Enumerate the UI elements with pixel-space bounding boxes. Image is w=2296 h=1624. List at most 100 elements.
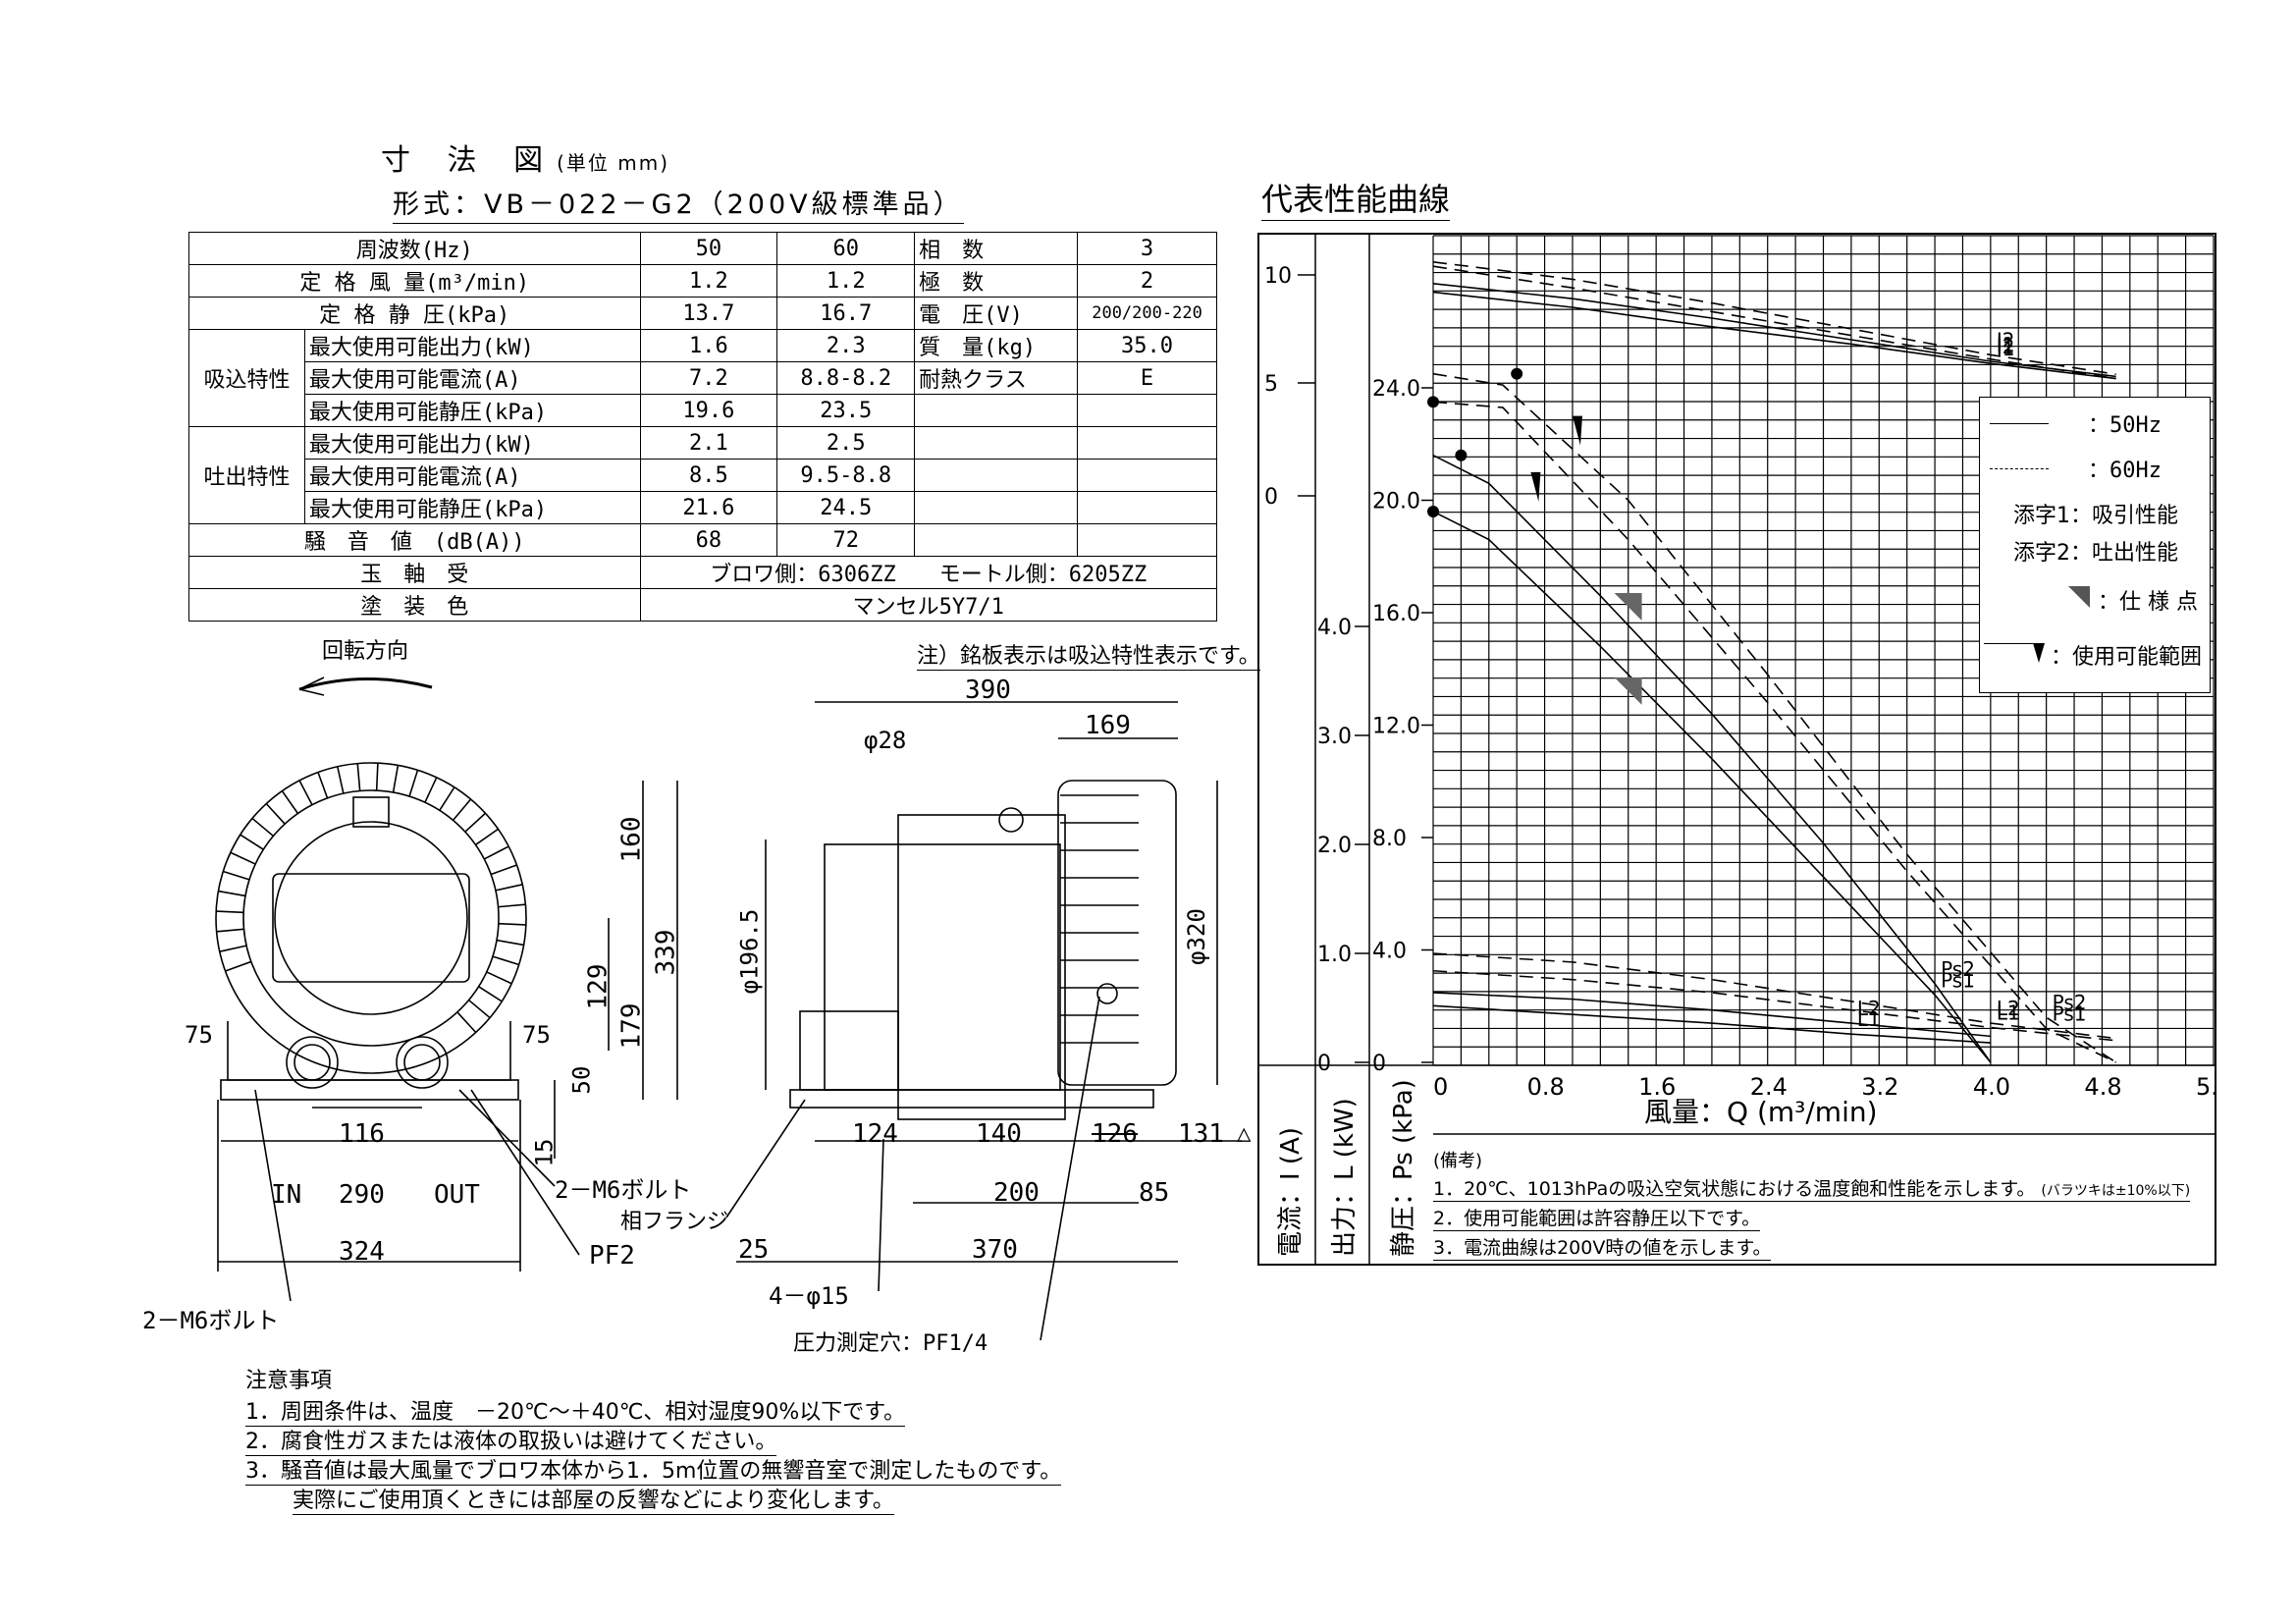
dimension-drawing: 回転方向 <box>215 639 1242 1341</box>
bolt-label-1: 2－M6ボルト <box>142 1307 280 1334</box>
pressure-port-label: 圧力測定穴：PF1/4 <box>793 1331 988 1356</box>
housing-fin <box>464 812 487 833</box>
legend-50hz: ：50Hz <box>2088 413 2162 438</box>
housing-fin <box>337 766 345 794</box>
legend-sub2: 添字2：吐出性能 <box>2013 541 2178 566</box>
holes-label: 4－φ15 <box>769 1282 849 1310</box>
l-tick-label: 1.0 <box>1317 943 1352 967</box>
spec-label: 最大使用可能電流(A) <box>303 361 641 395</box>
max-pressure-dot <box>1427 505 1439 517</box>
housing-fin <box>317 772 329 799</box>
housing-fin <box>251 817 274 838</box>
l-tick-label: 2.0 <box>1317 834 1352 858</box>
series-label: L1 <box>1997 1001 2020 1024</box>
chart-frame <box>1257 233 2216 1266</box>
housing-fin <box>375 763 379 791</box>
spec-label2 <box>914 491 1079 524</box>
dim-126: 126 <box>1092 1119 1138 1149</box>
dim-200: 200 <box>993 1178 1040 1208</box>
spec-60hz: 23.5 <box>776 394 916 427</box>
series-l2-solid <box>1432 992 1991 1038</box>
housing-fin <box>223 870 250 881</box>
spec-50hz: 19.6 <box>639 394 778 427</box>
group-suction: 吸込特性 <box>188 329 305 427</box>
remarks-title: (備考) <box>1433 1151 1483 1171</box>
housing-fin <box>456 1011 477 1034</box>
legend-sub1: 添字1：吸引性能 <box>2013 504 2178 528</box>
dim-339: 339 <box>651 929 681 976</box>
notes-title: 注意事項 <box>245 1369 333 1393</box>
dim-phi320: φ320 <box>1182 908 1210 965</box>
dim-290: 290 <box>339 1180 385 1210</box>
housing-fin <box>281 790 299 814</box>
x-tick-label: 4.0 <box>1973 1073 2010 1101</box>
series-label: I1 <box>1997 333 2015 356</box>
spec-label: 最大使用可能電流(A) <box>303 459 641 492</box>
model-name: 形式：VB－022－G2（200V級標準品） <box>393 183 964 224</box>
housing-fin <box>490 864 517 876</box>
dim-75-right: 75 <box>522 1021 551 1049</box>
remark-3: 3．電流曲線は200V時の値を示します。 <box>1433 1233 1772 1261</box>
spec-point-marker <box>1614 677 1642 705</box>
dim-50: 50 <box>567 1065 596 1095</box>
series-label: L2 <box>1997 997 2020 1020</box>
housing-fin <box>216 910 244 914</box>
spec-label2 <box>914 523 1079 557</box>
housing-fin <box>439 786 455 811</box>
spec-60hz: 9.5-8.8 <box>776 459 916 492</box>
rotation-label: 回転方向 <box>322 639 408 664</box>
dim-324: 324 <box>339 1237 385 1267</box>
spec-label: 定 格 風 量(m³/min) <box>188 264 641 298</box>
i-tick-label: 10 <box>1264 264 1292 289</box>
flange-label: 相フランジ <box>620 1210 729 1234</box>
housing-fin <box>298 780 313 806</box>
housing-fin <box>225 960 252 972</box>
x-tick-label: 0.8 <box>1527 1073 1565 1101</box>
x-tick-label: 1.6 <box>1638 1073 1676 1101</box>
dim-75-left: 75 <box>185 1021 213 1049</box>
dim-131: 131 <box>1178 1119 1224 1149</box>
spec-50hz: 8.5 <box>639 459 778 492</box>
spec-50hz: 68 <box>639 523 778 557</box>
spec-label: 最大使用可能静圧(kPa) <box>303 491 641 524</box>
l-tick-label: 3.0 <box>1317 725 1352 749</box>
note-3: 3．騒音値は最大風量でブロワ本体から1．5m位置の無響音室で測定したものです。 <box>245 1453 1062 1486</box>
housing-fin <box>468 999 491 1019</box>
housing-fin <box>218 890 246 897</box>
series-l1-dashed <box>1432 969 2116 1042</box>
series-label: I1 <box>1997 337 2015 360</box>
housing-fin <box>486 971 512 985</box>
note-1: 1．周囲条件は、温度 －20℃～＋40℃、相対湿度90%以下です。 <box>245 1394 906 1427</box>
performance-chart: 00.81.62.43.24.04.85.6風量：Q (m³/min)04.08… <box>1257 233 2218 1266</box>
i-tick-label: 5 <box>1264 372 1278 397</box>
dim-124: 124 <box>852 1119 898 1149</box>
dim-370: 370 <box>972 1235 1018 1265</box>
spec-50hz: 1.6 <box>639 329 778 362</box>
bolt-label-2: 2－M6ボルト <box>555 1176 692 1204</box>
ps-tick-label: 8.0 <box>1372 827 1407 851</box>
i-tick-label: 0 <box>1264 485 1278 510</box>
spec-value2 <box>1077 491 1217 524</box>
dim-129: 129 <box>583 963 614 1010</box>
series-label: Ps1 <box>2053 1002 2087 1026</box>
spec-row: 玉 軸 受ブロワ側：6306ZZ モートル側：6205ZZ <box>188 556 1218 589</box>
dim-15: 15 <box>530 1138 559 1167</box>
spec-value2: 2 <box>1077 264 1217 298</box>
l-tick-label: 4.0 <box>1317 616 1352 640</box>
housing-fin <box>475 828 499 846</box>
series-i2-solid <box>1432 283 2116 378</box>
spec-50hz: 21.6 <box>639 491 778 524</box>
housing-fin <box>424 777 438 803</box>
housing-fin <box>498 922 526 926</box>
spec-label2: 極 数 <box>914 264 1079 298</box>
spec-60hz: 8.8-8.2 <box>776 361 916 395</box>
series-l1-solid <box>1432 1004 1991 1044</box>
dim-phi196: φ196.5 <box>735 908 764 995</box>
series-ps1-dashed <box>1432 401 2116 1063</box>
